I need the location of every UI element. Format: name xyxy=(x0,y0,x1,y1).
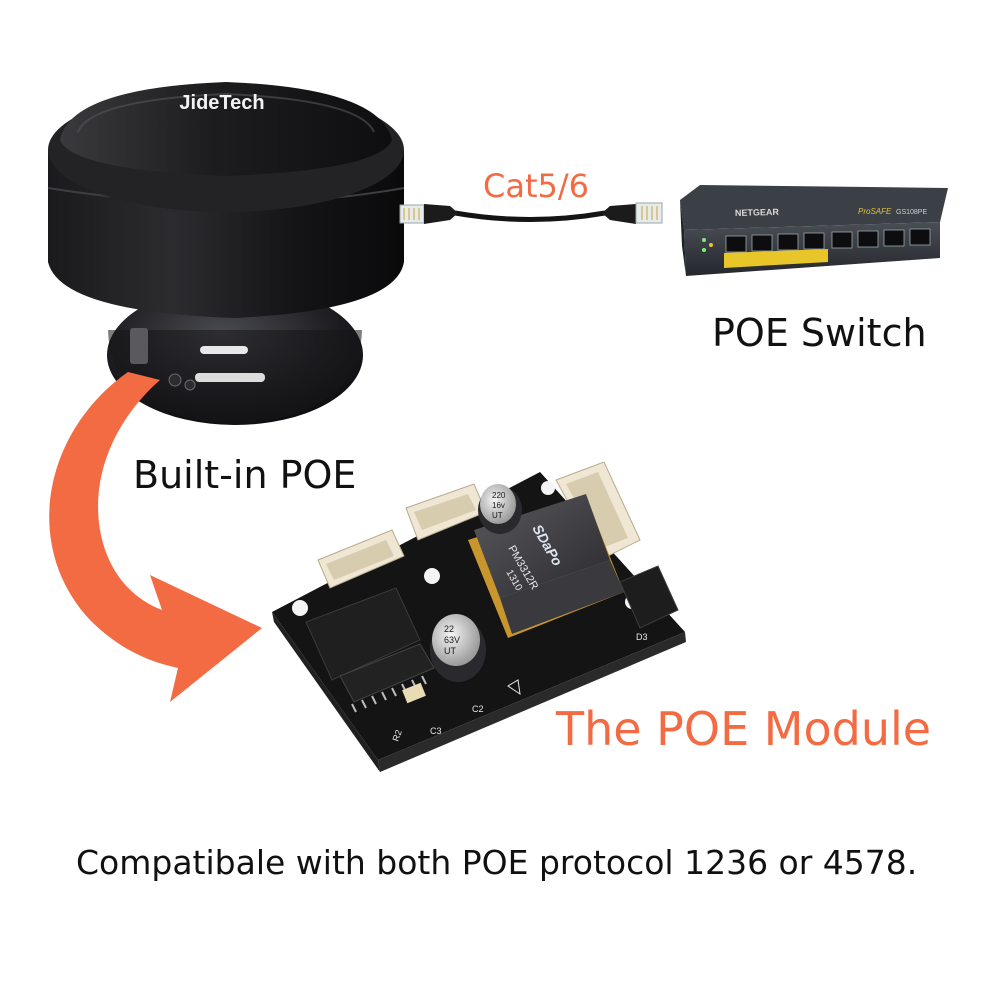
switch-model: GS108PE xyxy=(896,209,927,216)
module-capacitor-bottom: 22 63V UT xyxy=(430,614,486,682)
builtin-poe-label: Built-in POE xyxy=(133,453,357,497)
silk-c2: C2 xyxy=(472,704,484,714)
module-capacitor-top: 220 16v UT xyxy=(478,484,522,534)
camera-top-cap xyxy=(60,82,392,176)
cap-bottom-series: UT xyxy=(444,646,456,656)
cap-bottom-value: 22 xyxy=(444,624,454,634)
silk-arrow xyxy=(507,679,521,696)
network-switch-icon: NETGEAR ProSAFE GS108PE xyxy=(680,185,948,276)
camera-logo: JideTech xyxy=(179,92,264,114)
camera-sensor-1 xyxy=(168,373,182,387)
switch-brand: NETGEAR xyxy=(735,207,780,218)
cable-wire xyxy=(454,210,606,222)
module-hole-2 xyxy=(424,568,440,584)
switch-side xyxy=(680,200,686,276)
camera-top-highlight xyxy=(77,92,375,133)
switch-leds xyxy=(702,238,713,252)
module-ic xyxy=(339,643,435,713)
module-pcb-edge xyxy=(378,632,686,772)
module-smd-component xyxy=(402,682,426,704)
cap-top-value: 220 xyxy=(492,491,506,500)
camera-internal-bracket xyxy=(130,328,148,364)
module-connector-left xyxy=(317,529,405,589)
transformer-base xyxy=(500,560,624,634)
module-transformer: SDaPo PM3312R 1310 xyxy=(468,494,624,638)
cable-plug-right xyxy=(635,202,663,224)
module-diode-block xyxy=(619,565,679,629)
switch-series: ProSAFE xyxy=(858,207,892,216)
silk-r2: R2 xyxy=(390,728,403,742)
ethernet-cable-icon xyxy=(399,202,663,224)
cap-bottom-voltage: 63V xyxy=(444,635,460,645)
curved-arrow-icon xyxy=(49,372,262,702)
switch-label: POE Switch xyxy=(712,311,927,355)
cable-label: Cat5/6 xyxy=(483,167,589,205)
cable-boot-left xyxy=(424,204,458,224)
dome-camera-icon: JideTech xyxy=(47,82,405,425)
compatibility-note: Compatibale with both POE protocol 1236 … xyxy=(76,843,918,882)
camera-ir-led-top xyxy=(200,346,248,354)
module-pcb-edge-left xyxy=(272,612,380,772)
silk-c3: C3 xyxy=(430,726,442,736)
switch-ports xyxy=(725,228,931,253)
cap-top-voltage: 16v xyxy=(492,501,505,510)
camera-sensor-2 xyxy=(184,379,196,391)
switch-poe-strip xyxy=(724,249,828,268)
module-hole-1 xyxy=(292,600,308,616)
switch-top xyxy=(680,185,948,230)
cap-top-series: UT xyxy=(492,511,503,520)
cable-boot-right xyxy=(602,204,636,224)
silk-d3: D3 xyxy=(636,632,648,642)
poe-module-label: The POE Module xyxy=(556,702,932,756)
module-hole-3 xyxy=(541,481,555,495)
poe-module-board-icon: SDaPo PM3312R 1310 220 16v UT 22 63V UT … xyxy=(272,461,686,772)
camera-ir-led-bottom xyxy=(195,373,265,382)
module-chip-box xyxy=(305,587,421,681)
